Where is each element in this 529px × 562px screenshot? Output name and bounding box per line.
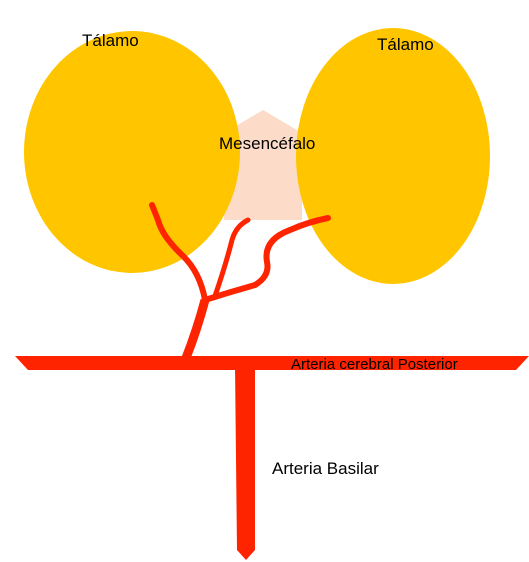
thalamic-branch-right-stem [205, 285, 255, 300]
thalamus-left-label: Tálamo [82, 31, 139, 50]
thalamus-left-shape [24, 31, 240, 273]
thalamic-trunk [186, 300, 205, 358]
thalamus-right-label: Tálamo [377, 35, 434, 54]
thalamic-branch-middle [215, 220, 248, 296]
basilar-artery-label: Arteria Basilar [272, 459, 379, 478]
thalamus-right-shape [296, 28, 490, 284]
midbrain-label: Mesencéfalo [219, 134, 315, 153]
posterior-cerebral-artery-label: Arteria cerebral Posterior [291, 356, 458, 373]
basilar-artery [235, 366, 255, 560]
